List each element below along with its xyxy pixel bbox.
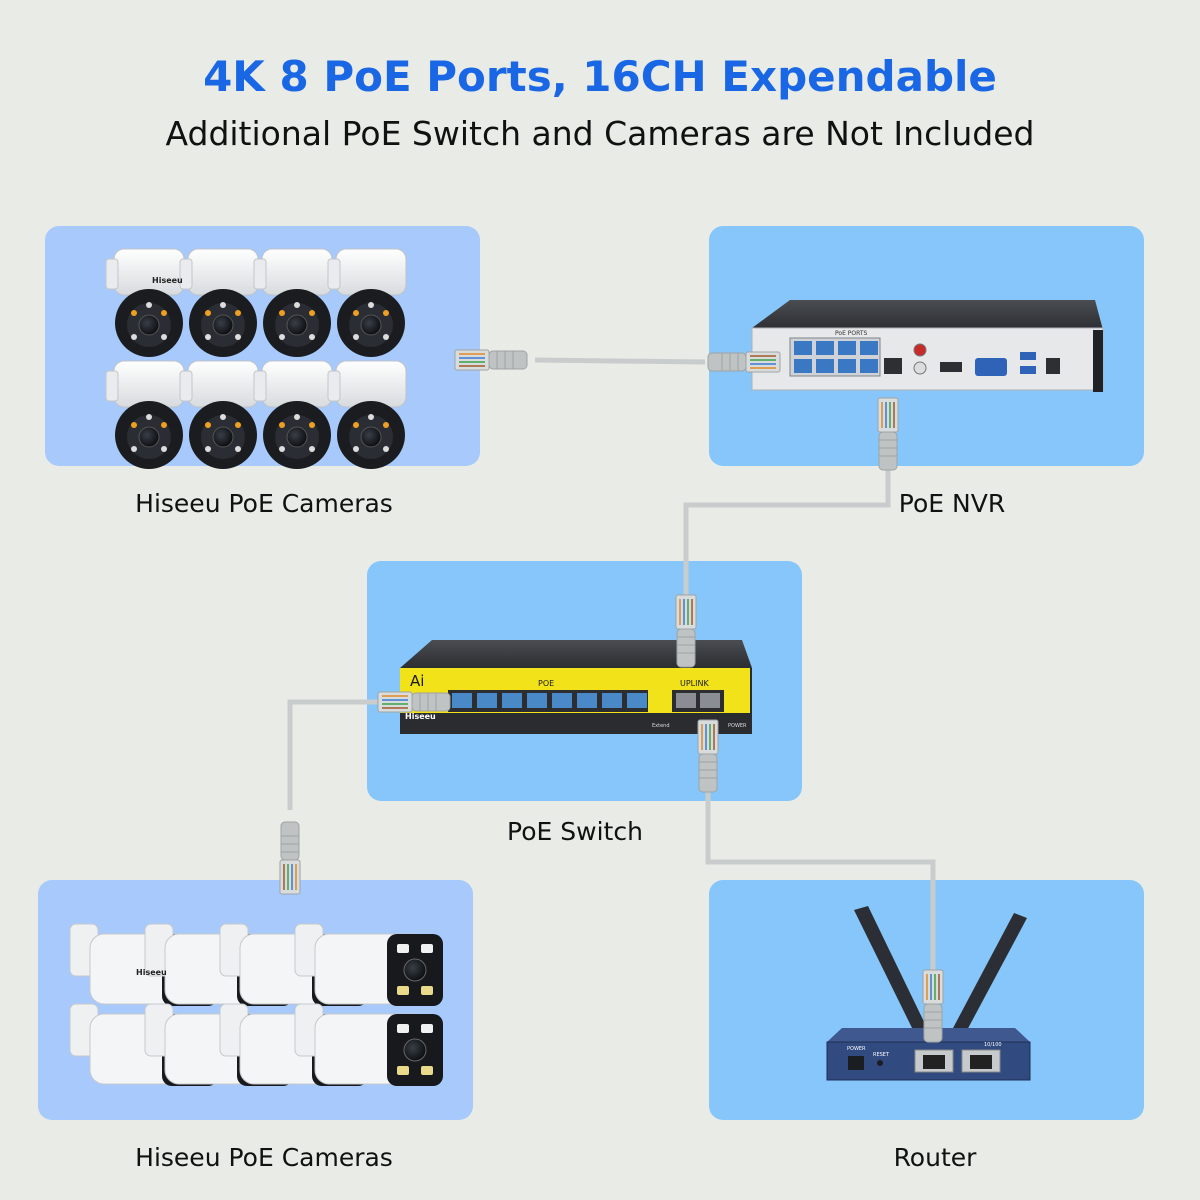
cable-cameras-to-nvr — [534, 357, 706, 365]
page-subtitle: Additional PoE Switch and Cameras are No… — [165, 114, 1035, 153]
switch-poe-label: POE — [538, 679, 554, 688]
dome-camera — [105, 248, 185, 358]
connector-switch-top — [675, 594, 697, 668]
connector-bullets — [279, 821, 301, 895]
router-power-label: POWER — [847, 1046, 866, 1052]
switch-brand-text: Hiseeu — [405, 712, 436, 721]
cable-switch-to-bullets — [287, 699, 410, 810]
connector-cam-side — [454, 349, 528, 371]
switch-label: PoE Switch — [507, 817, 643, 846]
bullet-camera — [294, 1003, 444, 1087]
cable-nvr-to-switch — [683, 470, 891, 600]
dome-brand-text: Hiseeu — [152, 276, 183, 285]
dome-camera — [253, 248, 333, 358]
cables — [287, 357, 936, 975]
dome-camera-grid — [105, 248, 407, 470]
dome-camera — [327, 360, 407, 470]
cable-switch-to-router — [705, 790, 936, 975]
dome-cameras-label: Hiseeu PoE Cameras — [135, 489, 393, 518]
nvr-port-header: PoE PORTS — [835, 330, 868, 337]
router-reset-label: RESET — [873, 1052, 890, 1058]
connector-switch-uplink — [697, 719, 719, 793]
connector-nvr-side — [707, 351, 781, 373]
dome-camera — [179, 360, 259, 470]
router-speed-label: 10/100 — [984, 1042, 1002, 1048]
dome-camera — [105, 360, 185, 470]
router-label: Router — [893, 1143, 977, 1172]
page-title: 4K 8 PoE Ports, 16CH Expendable — [203, 52, 997, 101]
nvr-device — [751, 300, 1104, 392]
bullet-camera — [294, 923, 444, 1007]
bullet-camera-grid — [69, 923, 444, 1087]
switch-logo-text: Ai — [410, 672, 424, 690]
switch-extend-label: Extend — [652, 723, 670, 729]
router-device — [826, 906, 1031, 1081]
connector-nvr-down — [877, 397, 899, 471]
connector-switch-left — [377, 691, 451, 713]
switch-uplink-label: UPLINK — [680, 679, 709, 688]
bullet-brand-text: Hiseeu — [136, 968, 167, 977]
bullet-cameras-label: Hiseeu PoE Cameras — [135, 1143, 393, 1172]
nvr-label: PoE NVR — [898, 489, 1006, 518]
dome-camera — [327, 248, 407, 358]
switch-power-label: POWER — [728, 723, 747, 729]
dome-camera — [179, 248, 259, 358]
dome-camera — [253, 360, 333, 470]
switch-device — [400, 640, 752, 734]
connector-router — [922, 969, 944, 1043]
